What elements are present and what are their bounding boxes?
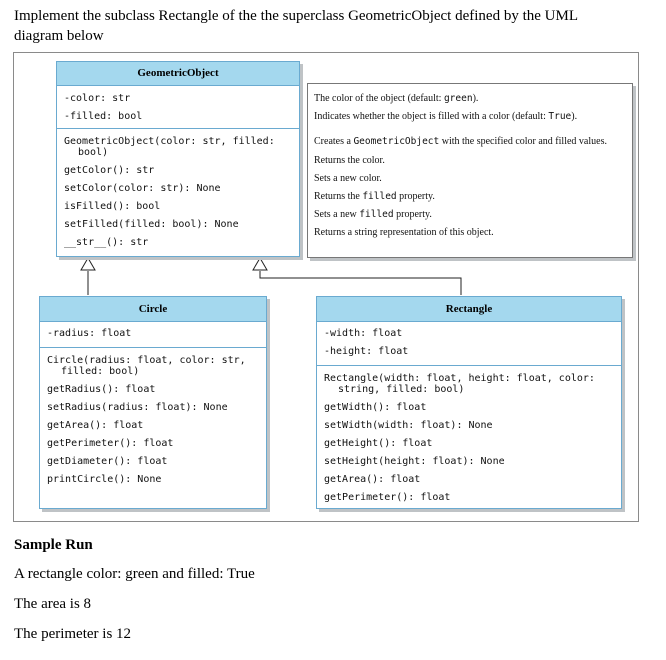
method-line-continued: filled: bool) <box>61 366 140 377</box>
attribute: -radius: float <box>47 328 132 339</box>
attribute: -filled: bool <box>64 111 143 122</box>
method: getWidth(): float <box>324 402 427 413</box>
description-is-filled: Returns the filled property. <box>314 191 435 202</box>
method: isFilled(): bool <box>64 201 161 212</box>
method-line: Circle(radius: float, color: str, <box>47 355 246 366</box>
method-line: Rectangle(width: float, height: float, c… <box>324 373 595 384</box>
rectangle-class: Rectangle -width: float -height: float R… <box>316 296 622 509</box>
method: __str__(): str <box>64 237 149 248</box>
method: Rectangle(width: float, height: float, c… <box>324 370 615 399</box>
method: getHeight(): float <box>324 438 433 449</box>
method: setWidth(width: float): None <box>324 420 493 431</box>
description-set-color: Sets a new color. <box>314 173 382 184</box>
method: getPerimeter(): float <box>47 438 174 449</box>
description-to-string: Returns a string representation of this … <box>314 227 494 238</box>
circle-class: Circle -radius: float Circle(radius: flo… <box>39 296 267 509</box>
description-constructor: Creates a GeometricObject with the speci… <box>314 136 607 147</box>
attribute: -height: float <box>324 346 409 357</box>
description-filled: Indicates whether the object is filled w… <box>314 111 578 122</box>
geometric-object-class: GeometricObject -color: str -filled: boo… <box>56 61 300 257</box>
inheritance-connectors <box>80 257 462 295</box>
method: setHeight(height: float): None <box>324 456 505 467</box>
sample-run-line: A rectangle color: green and filled: Tru… <box>14 566 255 582</box>
sample-run-heading: Sample Run <box>14 537 93 553</box>
class-name: GeometricObject <box>57 62 299 86</box>
method: getRadius(): float <box>47 384 156 395</box>
description-color: The color of the object (default: green)… <box>314 93 479 104</box>
method: printCircle(): None <box>47 474 162 485</box>
method-line-continued: bool) <box>78 147 109 158</box>
attribute: -color: str <box>64 93 131 104</box>
description-box: The color of the object (default: green)… <box>307 83 633 258</box>
methods-section: GeometricObject(color: str, filled: bool… <box>57 128 299 254</box>
description-get-color: Returns the color. <box>314 155 385 166</box>
method: setFilled(filled: bool): None <box>64 219 239 230</box>
methods-section: Circle(radius: float, color: str, filled… <box>40 347 266 491</box>
method-line-continued: string, filled: bool) <box>338 384 465 395</box>
sample-run-line: The perimeter is 12 <box>14 626 132 642</box>
class-name: Circle <box>40 297 266 322</box>
method: getColor(): str <box>64 165 155 176</box>
attributes-section: -color: str -filled: bool <box>57 86 299 128</box>
method: setColor(color: str): None <box>64 183 221 194</box>
attributes-section: -width: float -height: float <box>317 322 621 365</box>
method-line: GeometricObject(color: str, filled: <box>64 136 275 147</box>
sample-run-line: The area is 8 <box>14 596 92 612</box>
method: Circle(radius: float, color: str, filled… <box>47 352 260 381</box>
problem-statement: Implement the subclass Rectangle of the … <box>14 8 578 44</box>
class-name: Rectangle <box>317 297 621 322</box>
attribute: -width: float <box>324 328 403 339</box>
rectangle-inheritance-arrowhead <box>252 257 268 271</box>
method: GeometricObject(color: str, filled: bool… <box>64 133 293 162</box>
attributes-section: -radius: float <box>40 322 266 347</box>
method: getArea(): float <box>324 474 421 485</box>
method: getArea(): float <box>47 420 144 431</box>
description-set-filled: Sets a new filled property. <box>314 209 432 220</box>
circle-inheritance-arrowhead <box>80 257 96 271</box>
method: getPerimeter(): float <box>324 492 451 503</box>
method: setRadius(radius: float): None <box>47 402 228 413</box>
method: getDiameter(): float <box>47 456 168 467</box>
rectangle-inheritance-line <box>259 271 462 295</box>
methods-section: Rectangle(width: float, height: float, c… <box>317 365 621 509</box>
uml-diagram: GeometricObject -color: str -filled: boo… <box>13 52 639 522</box>
